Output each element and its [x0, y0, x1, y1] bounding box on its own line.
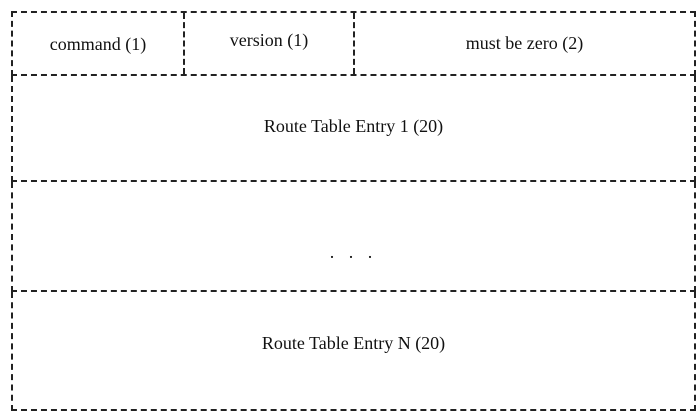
- rip-packet-format-diagram: command (1) version (1) must be zero (2)…: [11, 11, 696, 411]
- must-be-zero-field-label: must be zero (2): [465, 33, 584, 53]
- route-table-entry-n: Route Table Entry N (20): [13, 292, 694, 409]
- route-table-entry-n-row: Route Table Entry N (20): [11, 292, 696, 411]
- route-table-entry-n-label: Route Table Entry N (20): [261, 333, 446, 353]
- ellipsis-label: . . .: [329, 241, 378, 262]
- header-row: command (1) version (1) must be zero (2): [11, 11, 696, 76]
- command-field: command (1): [13, 13, 185, 74]
- command-field-label: command (1): [49, 34, 147, 54]
- ellipsis-cell: . . .: [13, 182, 694, 290]
- version-field-label: version (1): [229, 30, 309, 50]
- ellipsis-row: . . .: [11, 182, 696, 292]
- version-field: version (1): [185, 13, 355, 74]
- must-be-zero-field: must be zero (2): [355, 13, 694, 74]
- route-table-entry-1-row: Route Table Entry 1 (20): [11, 76, 696, 182]
- route-table-entry-1: Route Table Entry 1 (20): [13, 76, 694, 180]
- route-table-entry-1-label: Route Table Entry 1 (20): [263, 115, 444, 136]
